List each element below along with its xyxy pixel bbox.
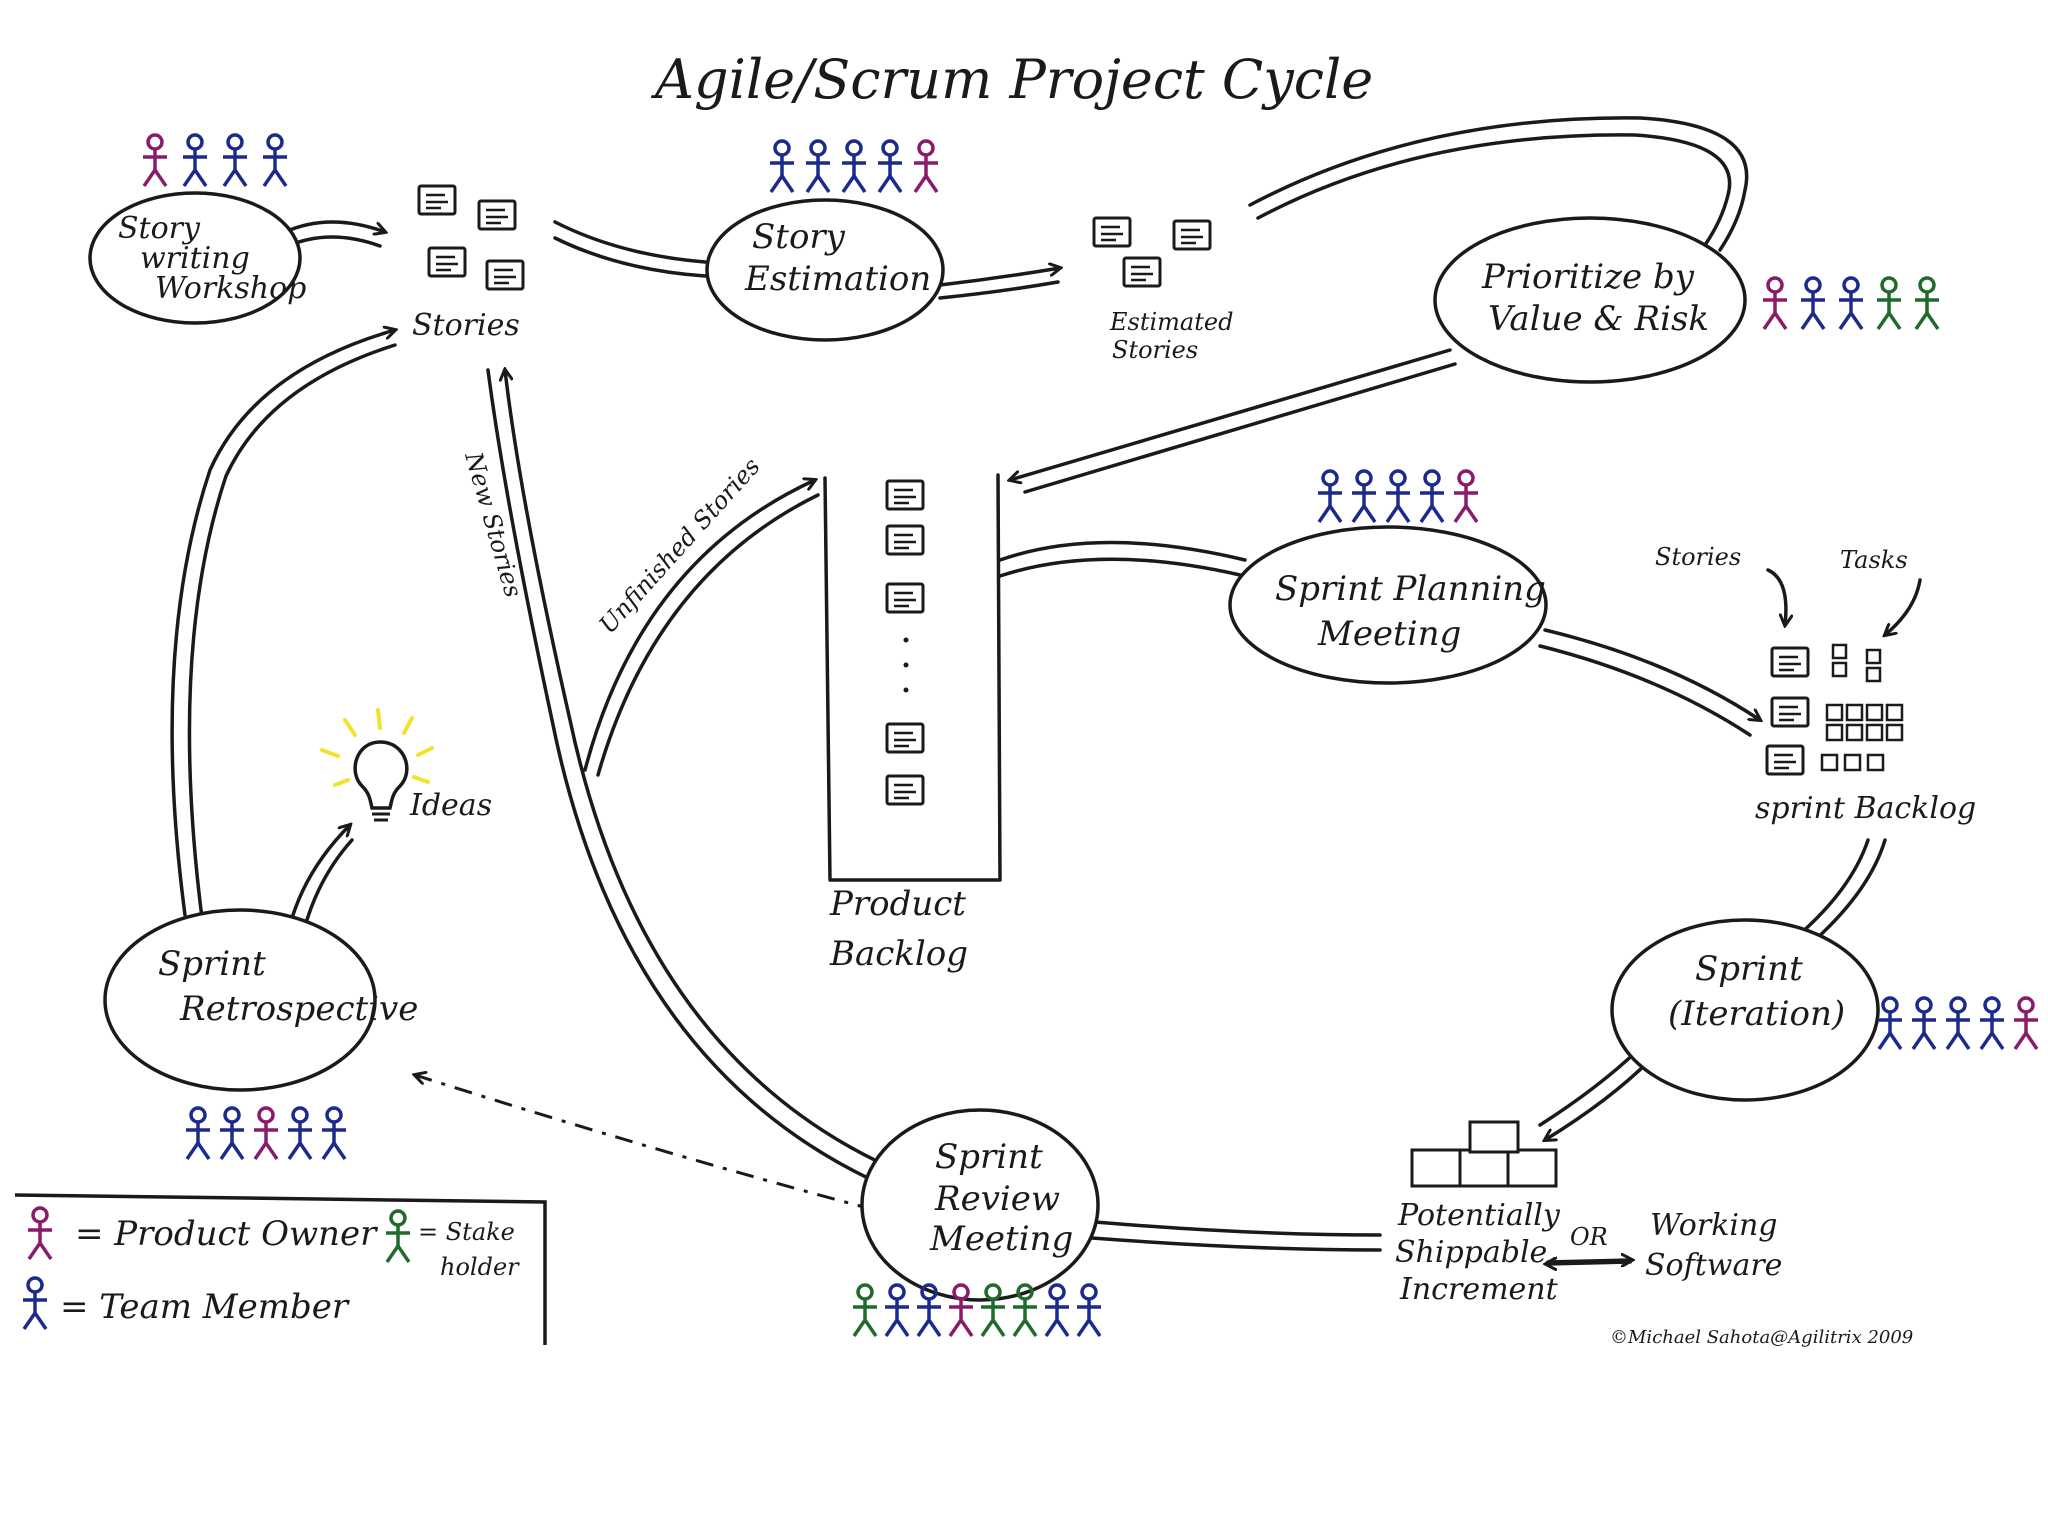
estimated-stories-label: Estimated Stories bbox=[1109, 308, 1241, 364]
sprint-review-meeting-label: Sprint Review Meeting bbox=[929, 1137, 1073, 1259]
legend-product-owner-label: = Product Owner bbox=[75, 1214, 378, 1254]
team-member-figure-icon bbox=[768, 139, 796, 194]
sprint-planning-meeting-node bbox=[1228, 525, 1548, 685]
story-writing-workshop-label: Story writing Workshop bbox=[118, 211, 306, 306]
workshop-participants bbox=[141, 133, 289, 188]
backlog-card bbox=[885, 722, 925, 754]
team-member-figure-icon bbox=[876, 139, 904, 194]
estimation-participants bbox=[768, 139, 940, 194]
team-member-figure-icon bbox=[1876, 996, 1904, 1051]
team-member-figure-icon bbox=[1910, 996, 1938, 1051]
product-owner-figure-icon bbox=[912, 139, 940, 194]
story-writing-workshop-node bbox=[88, 191, 302, 325]
stories-label: Stories bbox=[412, 308, 520, 343]
stories-cards bbox=[417, 184, 525, 291]
team-member-figure-icon bbox=[1978, 996, 2006, 1051]
sprint-backlog-board bbox=[1765, 643, 1904, 776]
team-member-figure-icon bbox=[1316, 469, 1344, 524]
team-member-figure-icon bbox=[21, 1276, 49, 1331]
team-member-figure-icon bbox=[1384, 469, 1412, 524]
increment-blocks-icon bbox=[1410, 1120, 1558, 1188]
product-owner-figure-icon bbox=[1452, 469, 1480, 524]
diagram-title: Agile/Scrum Project Cycle bbox=[650, 48, 1373, 111]
backlog-card bbox=[885, 524, 925, 556]
stakeholder-figure-icon bbox=[851, 1283, 879, 1338]
legend-team-member-label: = Team Member bbox=[60, 1287, 350, 1327]
team-member-figure-icon bbox=[261, 133, 289, 188]
product-owner-figure-icon bbox=[252, 1106, 280, 1161]
story-estimation-label: Story Estimation bbox=[744, 217, 931, 299]
backlog-card bbox=[885, 582, 925, 614]
or-label: OR bbox=[1570, 1223, 1608, 1251]
sprint-review-meeting-node bbox=[860, 1108, 1100, 1302]
estimated-stories-cards bbox=[1092, 216, 1212, 288]
team-member-figure-icon bbox=[1837, 276, 1865, 331]
prioritize-label: Prioritize by Value & Risk bbox=[1481, 257, 1709, 339]
sprint-iteration-label: Sprint (Iteration) bbox=[1668, 949, 1845, 1034]
sprint-retrospective-label: Sprint Retrospective bbox=[158, 944, 418, 1029]
planning-participants bbox=[1316, 469, 1480, 524]
product-backlog-label: Product Backlog bbox=[829, 884, 977, 974]
legend: = Product Owner = Team Member = Stake ho… bbox=[21, 1206, 523, 1331]
team-member-figure-icon bbox=[1350, 469, 1378, 524]
prioritize-node bbox=[1433, 216, 1747, 384]
credit-text: ©Michael Sahota@Agilitrix 2009 bbox=[1610, 1327, 1913, 1348]
working-software-label: Working Software bbox=[1645, 1208, 1787, 1283]
sprint-iteration-node bbox=[1610, 918, 1880, 1102]
or-arrow-left bbox=[1546, 1262, 1632, 1264]
retrospective-participants bbox=[184, 1106, 348, 1161]
backlog-card bbox=[885, 774, 925, 806]
sprint-backlog-stories-label: Stories bbox=[1655, 543, 1741, 571]
legend-frame bbox=[14, 1193, 547, 1345]
team-member-figure-icon bbox=[1418, 469, 1446, 524]
team-member-figure-icon bbox=[1043, 1283, 1071, 1338]
sprint-backlog-label: sprint Backlog bbox=[1755, 791, 1976, 826]
product-owner-figure-icon bbox=[2012, 996, 2040, 1051]
legend-stakeholder-label: = Stake holder bbox=[418, 1218, 523, 1281]
increment-label: Potentially Shippable Increment bbox=[1395, 1198, 1569, 1307]
team-member-figure-icon bbox=[804, 139, 832, 194]
team-member-figure-icon bbox=[915, 1283, 943, 1338]
prioritize-participants bbox=[1761, 276, 1941, 331]
product-backlog-container bbox=[823, 473, 1002, 882]
stakeholder-figure-icon bbox=[1875, 276, 1903, 331]
team-member-figure-icon bbox=[840, 139, 868, 194]
product-owner-figure-icon bbox=[1761, 276, 1789, 331]
team-member-figure-icon bbox=[1944, 996, 1972, 1051]
team-member-figure-icon bbox=[1075, 1283, 1103, 1338]
stakeholder-figure-icon bbox=[384, 1209, 412, 1264]
sprint-retrospective-node bbox=[103, 908, 377, 1092]
or-arrow-right bbox=[1546, 1260, 1632, 1262]
team-member-figure-icon bbox=[181, 133, 209, 188]
sprint-planning-meeting-label: Sprint Planning Meeting bbox=[1275, 569, 1557, 654]
product-owner-figure-icon bbox=[141, 133, 169, 188]
stakeholder-figure-icon bbox=[1913, 276, 1941, 331]
new-stories-label: New Stories bbox=[459, 448, 527, 600]
product-owner-figure-icon bbox=[26, 1206, 54, 1261]
lightbulb-icon bbox=[320, 708, 434, 822]
flow-arrows bbox=[170, 116, 1887, 1252]
iteration-participants bbox=[1876, 996, 2040, 1051]
team-member-figure-icon bbox=[218, 1106, 246, 1161]
team-member-figure-icon bbox=[883, 1283, 911, 1338]
sprint-backlog-tasks-label: Tasks bbox=[1840, 546, 1908, 574]
team-member-figure-icon bbox=[184, 1106, 212, 1161]
backlog-card bbox=[885, 479, 925, 511]
ideas-label: Ideas bbox=[409, 788, 492, 823]
team-member-figure-icon bbox=[320, 1106, 348, 1161]
team-member-figure-icon bbox=[221, 133, 249, 188]
team-member-figure-icon bbox=[286, 1106, 314, 1161]
team-member-figure-icon bbox=[1799, 276, 1827, 331]
story-estimation-node bbox=[705, 198, 945, 342]
